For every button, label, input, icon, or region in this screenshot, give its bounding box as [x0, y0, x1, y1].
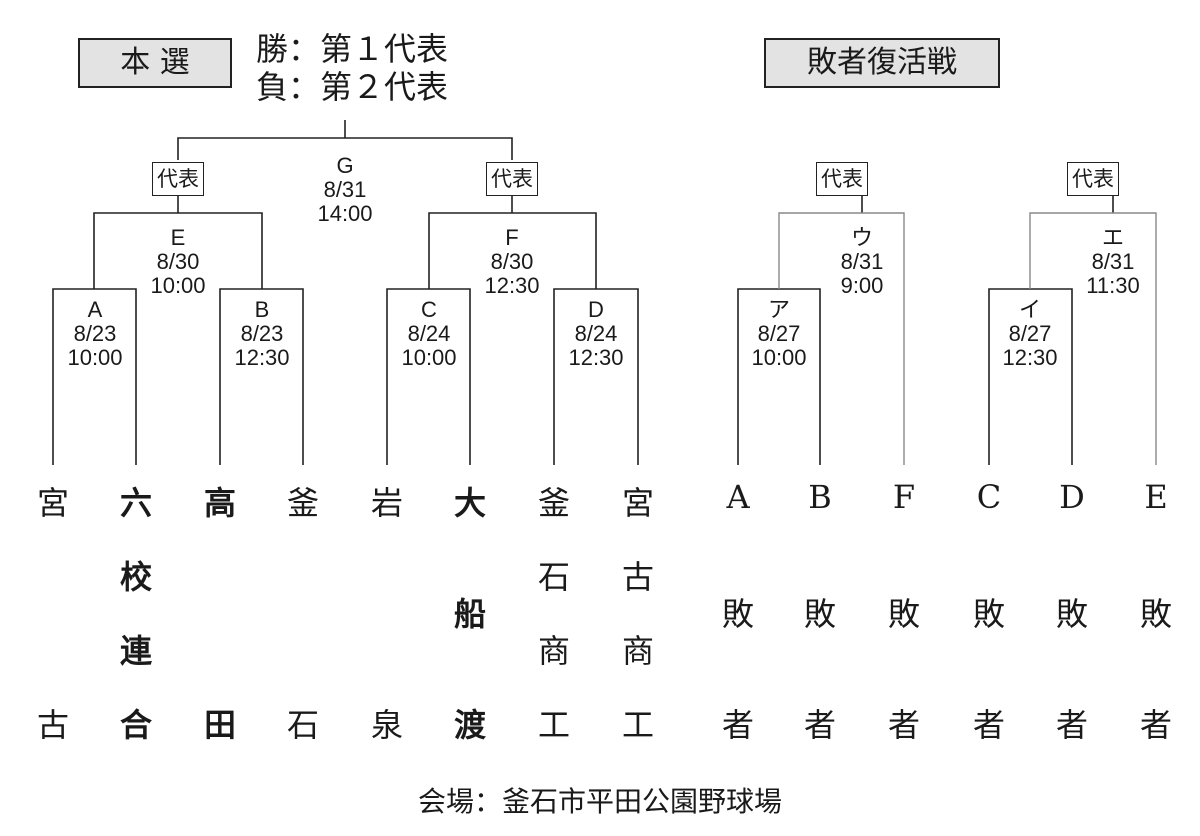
legend-lose: 負：第２代表 [256, 68, 449, 106]
legend-win: 勝：第１代表 [256, 30, 449, 68]
main-bracket-title: 本 選 [78, 38, 232, 88]
rep-box-f: 代表 [486, 162, 538, 196]
legend: 勝：第１代表 負：第２代表 [256, 30, 448, 106]
line-game-e2 [1029, 212, 1157, 465]
rep-box-e: 代表 [152, 162, 204, 196]
rep-box-e2: 代表 [1067, 162, 1119, 196]
repechage-gray-lines [778, 212, 1157, 465]
venue: 会場：釜石市平田公園野球場 [417, 785, 782, 818]
line-game-u [778, 212, 905, 465]
rep-box-u: 代表 [816, 162, 868, 196]
main-bracket-lines [52, 120, 639, 465]
repechage-title: 敗者復活戦 [764, 38, 1000, 88]
